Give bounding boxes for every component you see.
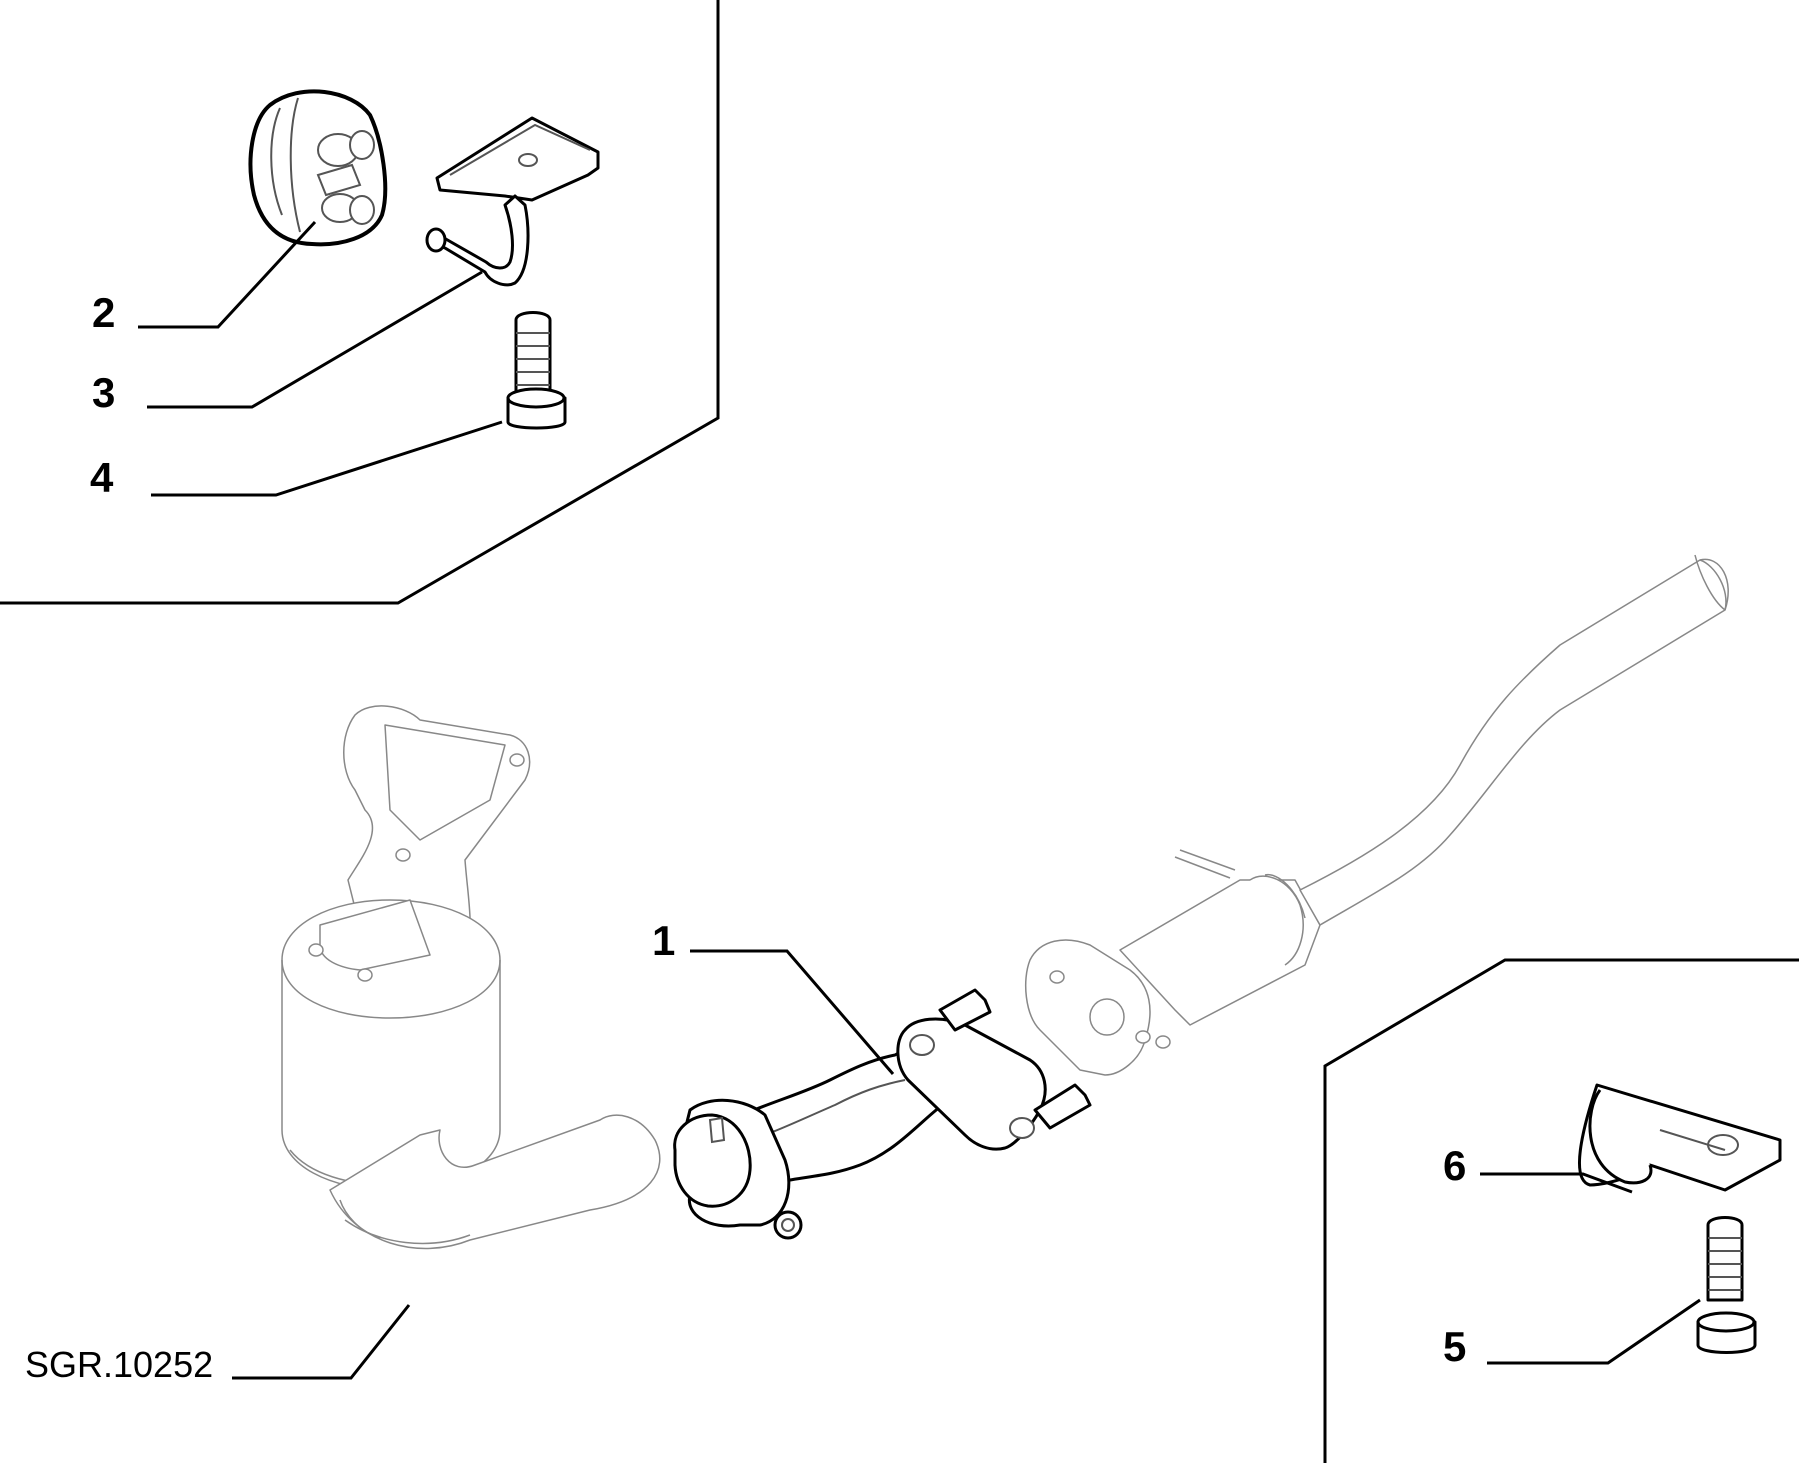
callout-label-2: 2	[92, 289, 115, 336]
hanger-bracket-part	[425, 116, 600, 287]
callout-label-1: 1	[652, 917, 675, 964]
callout-label-3: 3	[92, 369, 115, 416]
detail-frame-bottom-right	[1323, 958, 1799, 1463]
rubber-mount-part	[248, 89, 388, 247]
bolt-part-5	[1696, 1216, 1757, 1354]
callout-leaders	[138, 220, 1701, 1380]
callout-labels: 2 3 4 1 6 5 SGR.10252	[25, 289, 1466, 1385]
clamp-part	[1577, 1083, 1782, 1192]
bolt-part-4	[506, 311, 567, 430]
intermediate-exhaust-pipe	[1024, 554, 1729, 1076]
callout-label-6: 6	[1443, 1142, 1466, 1189]
front-downpipe-part	[673, 988, 1092, 1240]
diagram-reference-code: SGR.10252	[25, 1344, 213, 1385]
catalytic-converter-assembly	[281, 705, 661, 1250]
callout-label-4: 4	[90, 454, 114, 501]
detail-frame-top-left	[0, 0, 720, 605]
callout-label-5: 5	[1443, 1323, 1466, 1370]
